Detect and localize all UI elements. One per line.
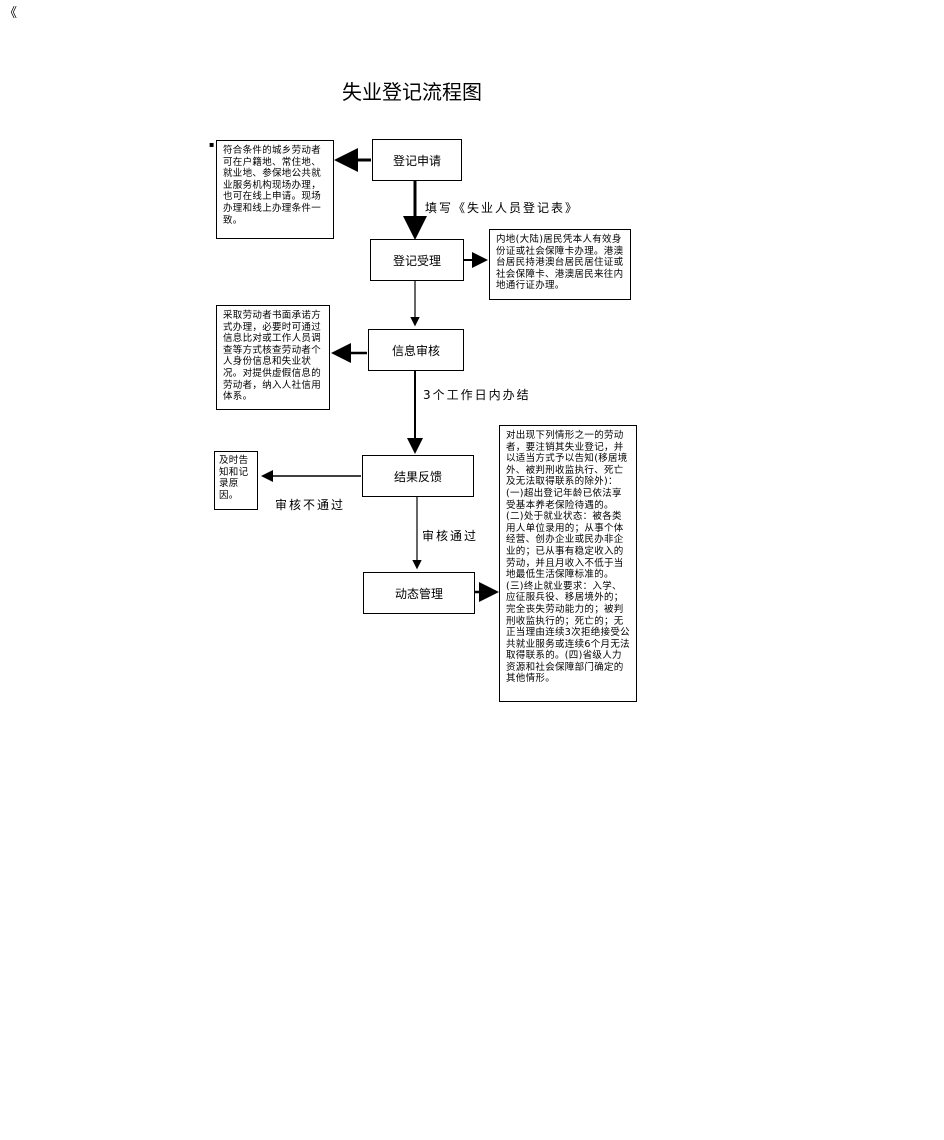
label-pass: 审核通过 — [422, 529, 479, 543]
label-fill-form: 填写《失业人员登记表》 — [425, 201, 580, 215]
note-feedback: 及时告知和记录原因。 — [214, 451, 258, 510]
bullet: ▪ — [209, 140, 215, 149]
step-apply: 登记申请 — [372, 139, 462, 181]
label-not-pass: 审核不通过 — [275, 498, 346, 512]
step-review: 信息审核 — [368, 329, 464, 371]
corner-mark: 《 — [4, 6, 18, 21]
note-accept: 内地(大陆)居民凭本人有效身份证或社会保障卡办理。港澳台居民持港澳台居民居住证或… — [489, 229, 631, 300]
step-manage: 动态管理 — [363, 572, 475, 614]
step-feedback: 结果反馈 — [362, 455, 474, 497]
note-manage: 对出现下列情形之一的劳动者，要注销其失业登记，并以适当方式予以告知(移居境外、被… — [499, 425, 637, 702]
step-accept: 登记受理 — [370, 239, 464, 281]
label-three-days: 3个工作日内办结 — [423, 388, 531, 402]
note-apply: 符合条件的城乡劳动者可在户籍地、常住地、就业地、参保地公共就业服务机构现场办理，… — [216, 140, 334, 239]
page-title: 失业登记流程图 — [342, 80, 482, 104]
note-review: 采取劳动者书面承诺方式办理，必要时可通过信息比对或工作人员调查等方式核查劳动者个… — [216, 305, 330, 410]
